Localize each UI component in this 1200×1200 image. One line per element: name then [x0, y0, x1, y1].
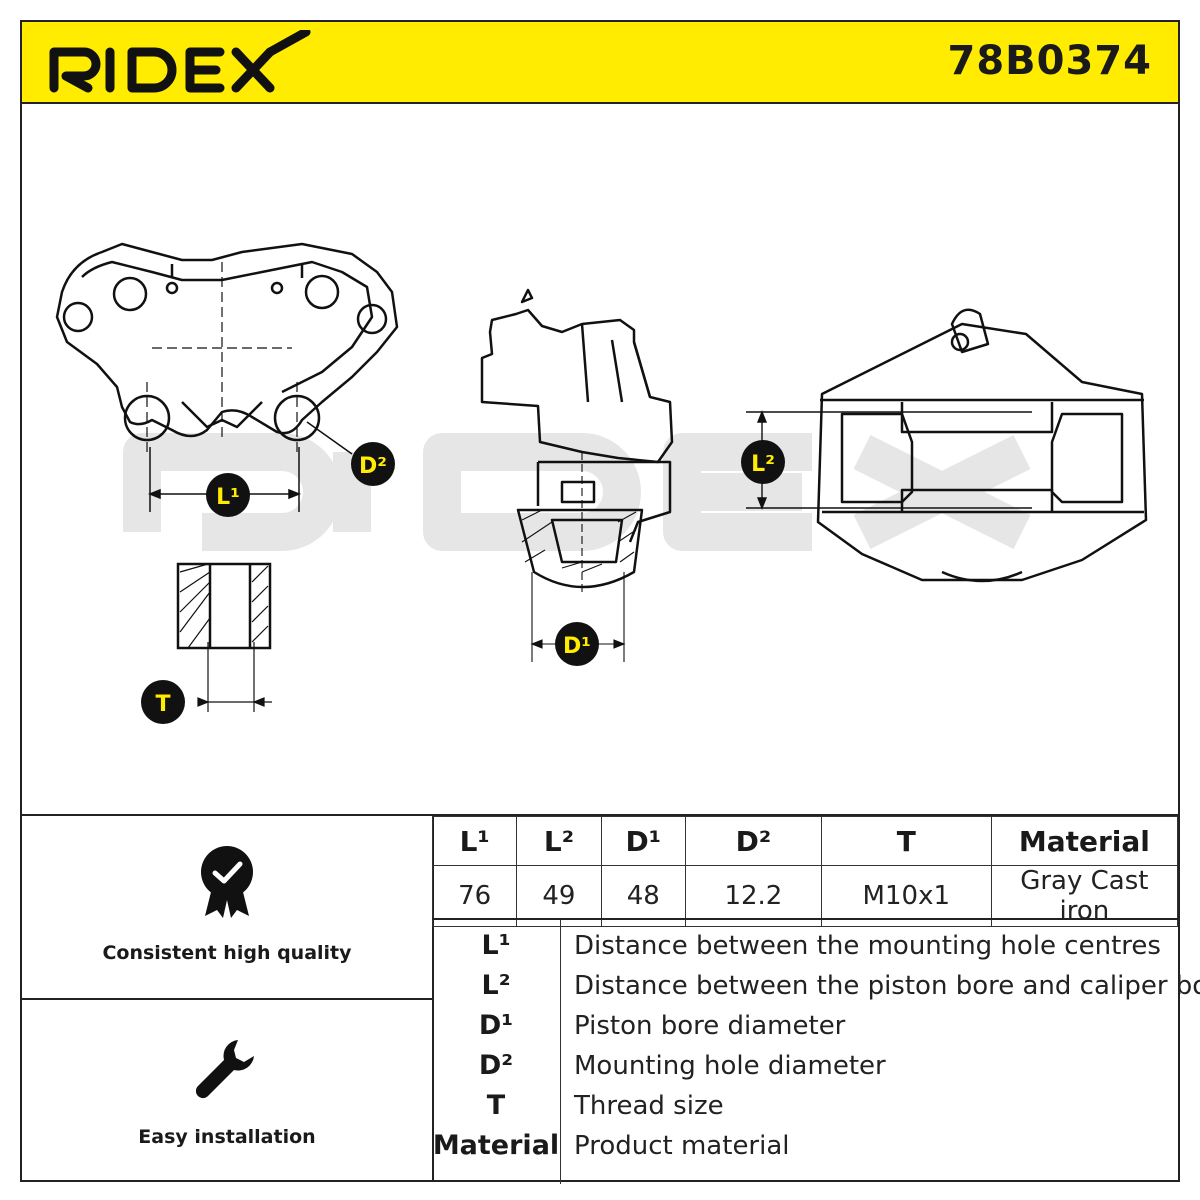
legend-description: Distance between the piston bore and cal… — [574, 971, 1200, 1001]
technical-drawing: L¹ D² T — [22, 102, 1178, 814]
legend-symbol: Material — [432, 1130, 560, 1161]
spec-value-material: Gray Cast iron — [990, 865, 1179, 927]
caliper-side-section — [480, 288, 674, 589]
features-panel: Consistent high quality Easy installatio… — [22, 816, 434, 1182]
feature-quality-label: Consistent high quality — [102, 942, 352, 964]
feature-quality: Consistent high quality — [22, 816, 432, 1000]
legend-symbol: L¹ — [481, 930, 511, 961]
caliper-front-view — [55, 242, 399, 442]
d1-label: D¹ — [563, 634, 591, 659]
thread-section — [176, 562, 272, 650]
spec-header-d1: D¹ — [600, 816, 686, 866]
label-t-badge: T — [141, 680, 185, 724]
part-number: 78B0374 — [947, 38, 1152, 84]
legend-symbol: T — [486, 1090, 506, 1121]
wrench-icon — [22, 1036, 432, 1104]
legend-row: D¹ Piston bore diameter — [432, 1006, 1180, 1046]
spec-header-material: Material — [990, 816, 1179, 866]
legend-description: Thread size — [574, 1091, 724, 1121]
legend-description: Product material — [574, 1131, 790, 1161]
label-l1-badge: L¹ — [206, 473, 250, 517]
t-label: T — [155, 692, 170, 717]
spec-value-t: M10x1 — [820, 865, 992, 927]
legend-row: L¹ Distance between the mounting hole ce… — [432, 926, 1180, 966]
product-sheet: 78B0374 — [20, 20, 1200, 1184]
ridex-logo — [44, 27, 324, 99]
feature-installation: Easy installation — [22, 1000, 432, 1182]
legend-row: L² Distance between the piston bore and … — [432, 966, 1200, 1006]
legend-description: Distance between the mounting hole centr… — [574, 931, 1161, 961]
legend: L¹ Distance between the mounting hole ce… — [432, 918, 1200, 1184]
header-bar: 78B0374 — [22, 22, 1178, 104]
caliper-top-view — [816, 308, 1148, 583]
spec-value-l1: 76 — [431, 865, 518, 927]
spec-value-d2: 12.2 — [684, 865, 822, 927]
legend-row: Material Product material — [432, 1126, 1180, 1166]
quality-badge-icon — [22, 846, 432, 918]
label-l2-badge: L² — [741, 440, 785, 484]
legend-divider — [560, 920, 561, 1184]
legend-description: Piston bore diameter — [574, 1011, 846, 1041]
spec-value-row: 76 49 48 12.2 M10x1 Gray Cast iron — [431, 865, 1179, 927]
feature-installation-label: Easy installation — [138, 1126, 316, 1148]
spec-header-row: L¹ L² D¹ D² T Material — [431, 816, 1179, 866]
legend-symbol: D² — [478, 1050, 514, 1081]
d2-label: D² — [359, 454, 387, 479]
spec-value-d1: 48 — [600, 865, 686, 927]
spec-header-t: T — [820, 816, 992, 866]
spec-header-d2: D² — [684, 816, 822, 866]
spec-header-l1: L¹ — [431, 816, 518, 866]
legend-row: T Thread size — [432, 1086, 1180, 1126]
l2-label: L² — [751, 452, 775, 477]
label-d2-badge: D² — [351, 442, 395, 486]
legend-description: Mounting hole diameter — [574, 1051, 886, 1081]
legend-symbol: D¹ — [478, 1010, 514, 1041]
l1-label: L¹ — [216, 485, 240, 510]
label-d1-badge: D¹ — [555, 622, 599, 666]
legend-symbol: L² — [481, 970, 511, 1001]
spec-table: L¹ L² D¹ D² T Material 76 49 48 12.2 M10… — [431, 816, 1179, 927]
spec-header-l2: L² — [516, 816, 602, 866]
info-panel: Consistent high quality Easy installatio… — [22, 814, 1200, 1184]
legend-row: D² Mounting hole diameter — [432, 1046, 1180, 1086]
